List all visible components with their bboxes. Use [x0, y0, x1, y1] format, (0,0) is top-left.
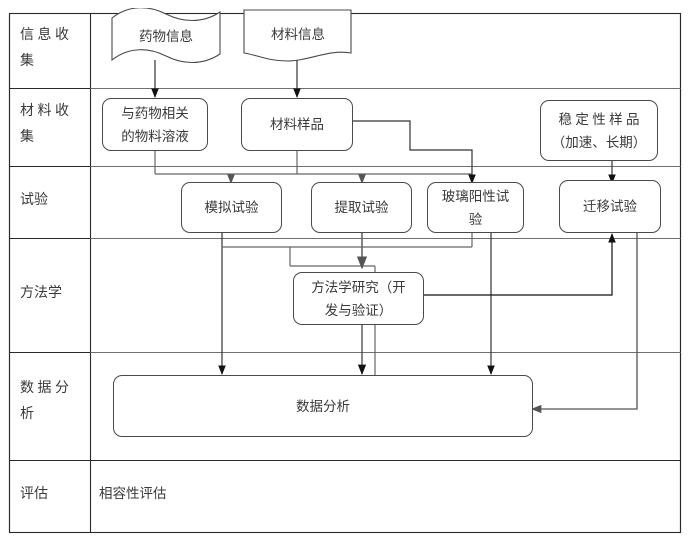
stage-label-info: 信 息 收 集 — [20, 28, 69, 69]
node-drug-related-solution[interactable]: 与药物相关 的物料溶液 — [102, 98, 208, 151]
node-drug-info[interactable]: 药物信息 — [110, 8, 222, 64]
node-drug-info-label: 药物信息 — [139, 29, 193, 44]
connector-material-bus — [154, 151, 472, 184]
node-data-analysis[interactable]: 数据分析 — [113, 375, 533, 437]
node-extraction-test[interactable]: 提取试验 — [311, 182, 412, 233]
node-compatibility-evaluation: 相容性评估 — [99, 486, 167, 501]
connector-migration-to-data — [530, 233, 638, 414]
node-material-info-label: 材料信息 — [271, 27, 325, 42]
connector-methodology-to-migration — [424, 233, 616, 296]
stage-label-material: 材 料 收 集 — [20, 104, 69, 145]
node-simulation-test[interactable]: 模拟试验 — [181, 182, 282, 233]
document-shape-material-info — [243, 9, 352, 62]
banner-shape-drug-info — [111, 8, 221, 64]
stage-label-method: 方法学 — [20, 286, 62, 301]
table-row-separators-dark — [9, 87, 681, 462]
connector-sample-to-glasstest — [353, 120, 476, 184]
node-stability-sample[interactable]: 稳 定 性 样 品 （加速、长期） — [540, 100, 658, 161]
node-methodology-study[interactable]: 方法学研究（开 发与验证） — [293, 272, 424, 325]
node-material-sample[interactable]: 材料样品 — [241, 98, 353, 151]
node-migration-test[interactable]: 迁移试验 — [559, 180, 661, 233]
node-material-info[interactable]: 材料信息 — [243, 9, 353, 65]
stage-label-test: 试验 — [20, 193, 48, 208]
stage-label-data: 数 据 分 析 — [20, 381, 69, 422]
stage-label-eval: 评估 — [20, 487, 48, 502]
node-glass-positive-test[interactable]: 玻璃阳性试 验 — [427, 182, 524, 233]
